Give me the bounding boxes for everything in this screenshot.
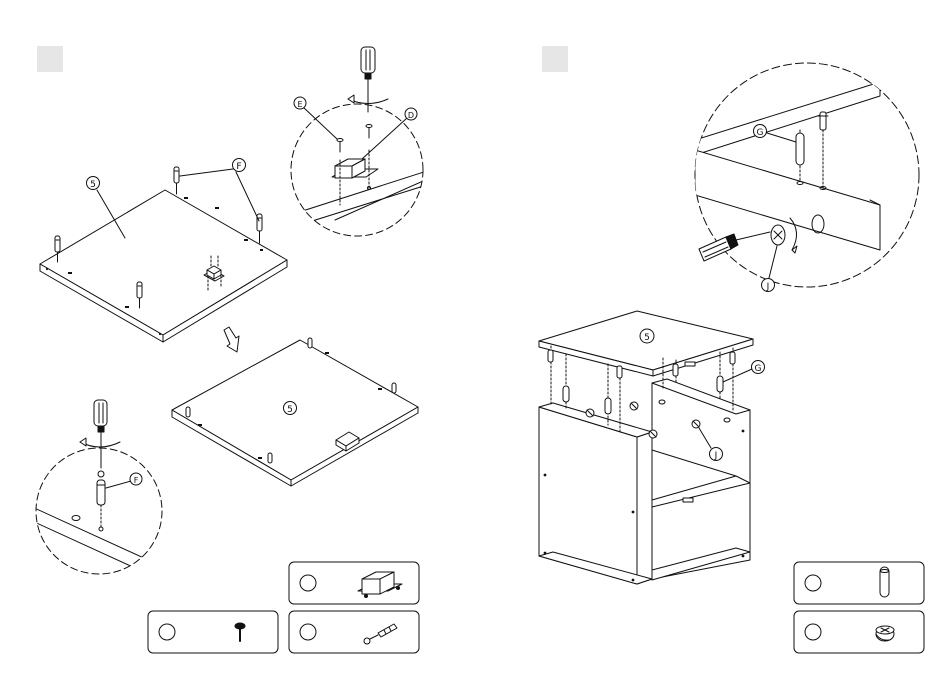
callout-cam-lock: J — [762, 246, 778, 292]
svg-text:5: 5 — [287, 405, 293, 415]
cam-lock — [771, 218, 797, 253]
cam-bolt — [268, 453, 272, 463]
cam-bolt — [818, 112, 828, 130]
svg-text:G: G — [755, 364, 762, 374]
screwdriver-icon — [80, 400, 120, 468]
step-number-box — [542, 46, 568, 72]
part-box-catch — [289, 562, 419, 604]
screwdriver-icon — [699, 232, 770, 261]
screwdriver-icon — [348, 47, 388, 112]
detail-magnifier-cam-lock: G J — [695, 63, 919, 292]
svg-text:J: J — [766, 282, 770, 292]
wooden-dowel — [796, 133, 804, 165]
cabinet-exploded-view: 5 — [539, 311, 765, 584]
cam-bolt — [174, 167, 179, 194]
wooden-dowel-icon — [880, 567, 889, 597]
step-2: G J 5 — [539, 46, 924, 653]
svg-text:D: D — [408, 111, 414, 120]
wooden-dowel — [605, 398, 611, 414]
wooden-dowel — [563, 386, 569, 402]
step-number-box — [37, 46, 63, 72]
svg-text:J: J — [714, 451, 718, 461]
part-box-cam-bolt — [289, 611, 419, 653]
cam-lock — [692, 420, 700, 428]
part-box-screw — [148, 611, 278, 653]
detail-magnifier-pin: F — [30, 448, 170, 584]
cam-bolt — [186, 407, 190, 417]
callout-catch: D — [362, 108, 417, 159]
svg-text:F: F — [134, 476, 139, 485]
panel-exploded-view: 5 F — [40, 159, 287, 343]
svg-text:F: F — [236, 162, 241, 172]
cam-bolt — [308, 338, 312, 348]
screw-icon — [366, 125, 372, 139]
parts-list — [794, 562, 924, 653]
wooden-dowel — [717, 376, 723, 392]
callout-dowel: G — [723, 361, 765, 383]
callout-pin: F — [106, 473, 142, 488]
cam-bolt — [730, 352, 735, 364]
parts-list — [148, 562, 419, 653]
svg-text:5: 5 — [644, 333, 650, 343]
cam-bolt — [673, 364, 678, 376]
cam-bolt — [392, 383, 396, 393]
down-arrow-icon — [224, 327, 239, 352]
svg-text:G: G — [757, 128, 764, 138]
callout-screw: E — [294, 97, 337, 139]
panel-assembled-view: 5 — [172, 338, 418, 486]
part-box-dowel — [794, 562, 924, 604]
cam-lock — [649, 430, 657, 438]
cam-lock — [586, 409, 594, 417]
screw-icon — [337, 139, 343, 153]
cam-bolt — [617, 366, 622, 378]
part-box-cam-lock — [794, 611, 924, 653]
cam-bolt — [97, 471, 105, 505]
cam-bolt — [548, 350, 553, 362]
callout-panel: 5 — [284, 402, 297, 416]
detail-magnifier-catch: E D — [290, 97, 430, 236]
cam-lock-icon — [876, 626, 894, 641]
cam-lock — [630, 402, 638, 410]
step-1: 5 F — [30, 46, 430, 653]
svg-text:E: E — [297, 100, 302, 109]
svg-text:5: 5 — [90, 180, 96, 190]
callout-panel: 5 — [640, 329, 654, 343]
